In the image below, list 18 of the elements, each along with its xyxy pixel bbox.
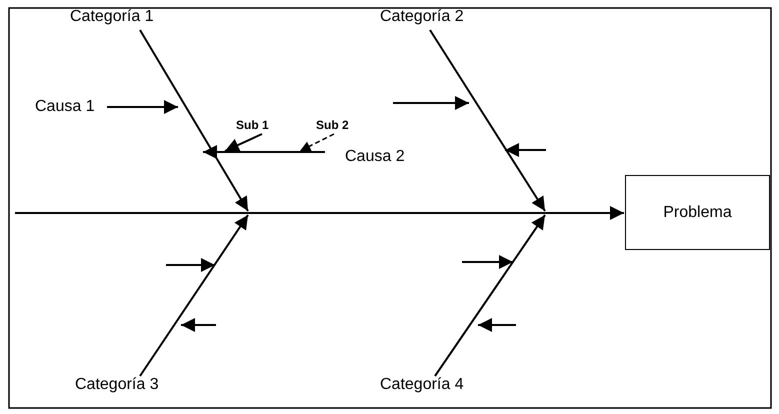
category-label: Categoría 2 <box>380 8 464 26</box>
arrow <box>203 145 325 159</box>
arrow <box>139 29 249 212</box>
arrow <box>429 29 546 212</box>
arrow <box>139 214 249 377</box>
arrow <box>300 133 334 152</box>
category-label: Categoría 4 <box>380 376 464 394</box>
cause-label: Causa 1 <box>35 98 95 116</box>
arrow <box>224 133 262 152</box>
category-label: Categoría 1 <box>70 8 154 26</box>
problem-box: Problema <box>625 175 770 250</box>
arrow <box>434 214 546 377</box>
category-label: Categoría 3 <box>75 376 159 394</box>
sub-cause-label: Sub 1 <box>236 116 269 134</box>
cause-label: Causa 2 <box>345 148 405 166</box>
arrow <box>107 100 178 114</box>
sub-cause-label: Sub 2 <box>316 116 349 134</box>
spine-arrow <box>15 206 624 220</box>
